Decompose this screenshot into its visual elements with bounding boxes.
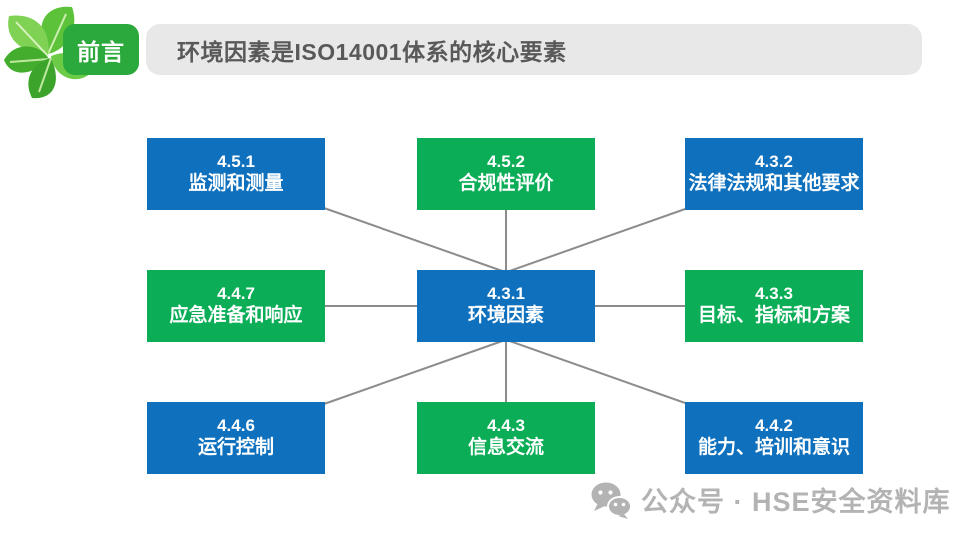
node-4-4-7: 4.4.7 应急准备和响应 xyxy=(147,270,325,342)
node-label: 合规性评价 xyxy=(458,173,554,195)
watermark-text: 公众号 · HSE安全资料库 xyxy=(641,487,951,517)
node-label: 信息交流 xyxy=(467,437,544,459)
node-label: 目标、指标和方案 xyxy=(697,305,850,327)
node-label: 法律法规和其他要求 xyxy=(688,173,860,195)
node-code: 4.3.1 xyxy=(487,283,525,303)
node-code: 4.3.3 xyxy=(755,283,793,303)
node-label: 监测和测量 xyxy=(188,173,284,195)
node-code: 4.4.6 xyxy=(217,415,255,435)
node-center-4-3-1: 4.3.1 环境因素 xyxy=(417,270,595,342)
node-4-3-3: 4.3.3 目标、指标和方案 xyxy=(685,270,863,342)
node-label: 环境因素 xyxy=(467,305,544,327)
title-banner: 环境因素是ISO14001体系的核心要素 xyxy=(146,24,922,75)
page-title: 环境因素是ISO14001体系的核心要素 xyxy=(177,38,567,65)
section-badge: 前言 xyxy=(63,24,139,75)
node-code: 4.4.7 xyxy=(217,283,255,303)
node-4-4-6: 4.4.6 运行控制 xyxy=(147,402,325,474)
node-code: 4.5.1 xyxy=(217,151,255,171)
node-4-4-2: 4.4.2 能力、培训和意识 xyxy=(685,402,863,474)
node-code: 4.3.2 xyxy=(755,151,793,171)
node-code: 4.4.3 xyxy=(487,415,525,435)
node-label: 运行控制 xyxy=(197,437,274,459)
wechat-icon xyxy=(591,482,632,519)
node-code: 4.5.2 xyxy=(487,151,525,171)
watermark: 公众号 · HSE安全资料库 xyxy=(590,480,951,519)
node-4-5-1: 4.5.1 监测和测量 xyxy=(147,138,325,210)
node-code: 4.4.2 xyxy=(755,415,793,435)
node-label: 能力、培训和意识 xyxy=(697,437,850,459)
node-4-4-3: 4.4.3 信息交流 xyxy=(417,402,595,474)
section-badge-label: 前言 xyxy=(77,38,125,65)
node-label: 应急准备和响应 xyxy=(169,305,303,327)
node-4-5-2: 4.5.2 合规性评价 xyxy=(417,138,595,210)
node-4-3-2: 4.3.2 法律法规和其他要求 xyxy=(685,138,863,210)
